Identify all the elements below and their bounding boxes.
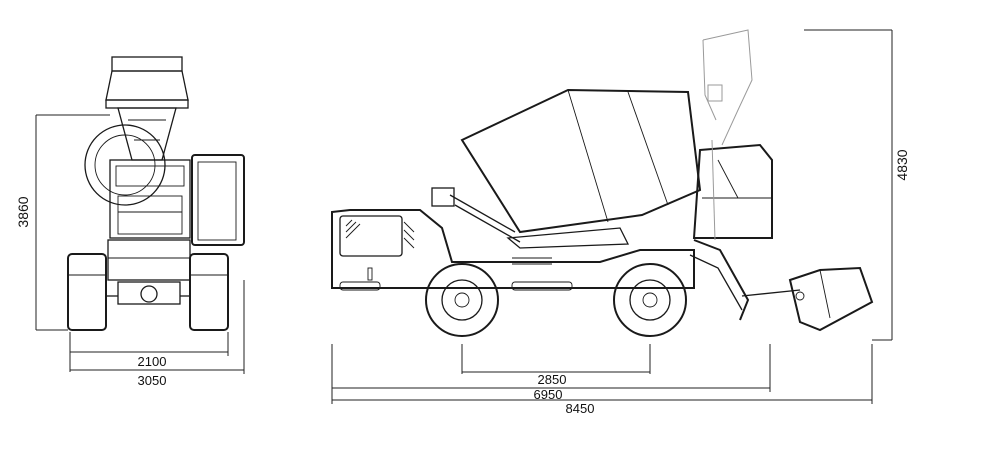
front-width-label: 3050	[138, 373, 167, 388]
side-cab	[692, 143, 773, 239]
front-drum	[84, 124, 166, 206]
front-height-label: 3860	[15, 196, 31, 227]
front-view: 3860 2100 3050	[15, 56, 245, 388]
side-ghost-arm-raised	[702, 29, 753, 146]
front-chassis	[107, 239, 191, 281]
side-view: 4830 2850 6950 8450	[331, 29, 910, 416]
side-body	[331, 209, 695, 289]
side-wheel-front	[613, 263, 687, 337]
side-motor	[431, 187, 455, 207]
front-chute	[117, 107, 177, 161]
front-hopper-body	[105, 70, 189, 101]
front-hopper-rim	[105, 99, 189, 109]
side-wheel-rear	[425, 263, 499, 337]
side-height-label: 4830	[894, 149, 910, 180]
front-cab-frame	[109, 159, 191, 239]
front-differential	[140, 285, 158, 303]
front-hopper-top	[111, 56, 183, 72]
side-panel-left	[339, 215, 403, 257]
side-vents	[345, 219, 552, 265]
side-drum	[460, 88, 702, 234]
side-total-length-label: 8450	[566, 401, 595, 416]
front-axle-housing	[117, 281, 181, 305]
side-wheelbase-label: 2850	[538, 372, 567, 387]
side-loader-arm	[693, 239, 750, 321]
side-body-length-label: 6950	[534, 387, 563, 402]
front-side-box	[191, 154, 245, 246]
front-wheel-right	[189, 253, 229, 331]
front-track-label: 2100	[138, 354, 167, 369]
front-wheel-left	[67, 253, 107, 331]
side-drum-support	[506, 227, 630, 249]
